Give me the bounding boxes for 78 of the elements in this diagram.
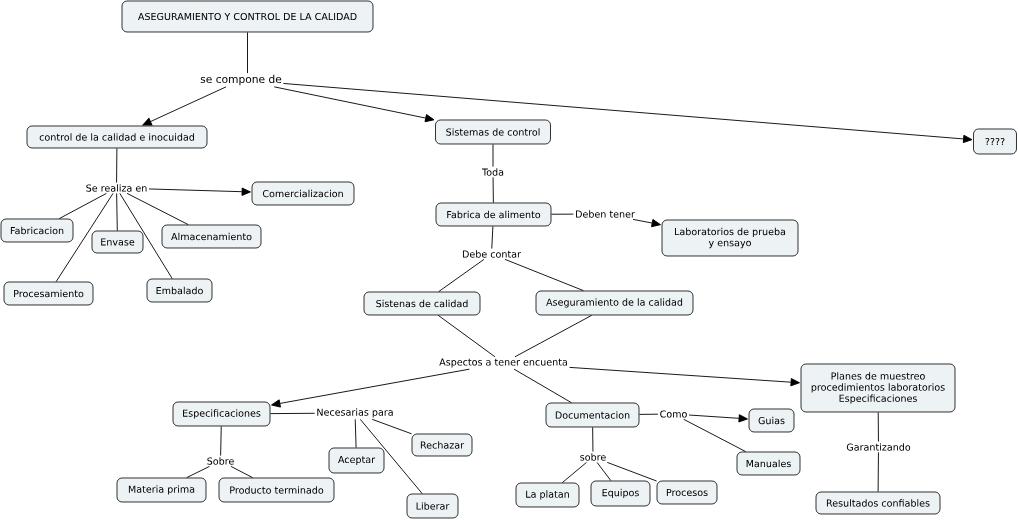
arrow xyxy=(273,86,435,123)
concept-box: Documentacion xyxy=(545,402,640,428)
connector-line xyxy=(550,213,574,215)
concept-box: ASEGURAMIENTO Y CONTROL DE LA CALIDAD xyxy=(121,0,374,33)
concept-box: Equipos xyxy=(590,480,651,507)
connector-line xyxy=(371,418,413,435)
concept-box: Sistemas de control xyxy=(435,119,551,145)
connector-line xyxy=(116,147,118,184)
concept-box: Laboratorios de prueba y ensayo xyxy=(661,219,799,257)
connector-line xyxy=(359,418,423,495)
connector-line xyxy=(126,192,189,226)
arrow xyxy=(569,366,800,387)
connector-line xyxy=(561,461,587,484)
concept-box: Planes de muestreo procedimientos laboratorios Especificaciones xyxy=(800,363,956,413)
connector-line xyxy=(437,314,496,358)
arrow xyxy=(283,83,973,144)
connector-line xyxy=(877,411,879,443)
connector-line xyxy=(116,192,118,232)
connector-line xyxy=(513,368,572,404)
linking-phrase: Aspectos a tener encuenta xyxy=(439,358,567,368)
concept-box: Fabrica de alimento xyxy=(435,202,552,227)
arrow xyxy=(142,86,227,126)
concept-box: Liberar xyxy=(406,493,459,519)
concept-box: Almacenamiento xyxy=(161,224,262,249)
concept-box: Procesos xyxy=(656,480,718,505)
linking-phrase: Debe contar xyxy=(462,250,521,258)
concept-box: Aceptar xyxy=(328,447,385,474)
connector-line xyxy=(220,425,222,457)
concept-box: Procesamiento xyxy=(3,281,94,306)
connector-line xyxy=(606,461,658,482)
connector-line xyxy=(877,451,879,493)
concept-box: Materia prima xyxy=(116,477,207,503)
concept-box: Guias xyxy=(748,408,795,433)
connector-line xyxy=(230,465,253,479)
connector-line xyxy=(492,176,494,204)
arrow xyxy=(271,368,470,408)
linking-phrase: Deben tener xyxy=(576,210,635,218)
connector-line xyxy=(596,461,612,482)
linking-phrase: Se realiza en xyxy=(86,184,147,192)
linking-phrase: Sobre xyxy=(207,457,234,465)
concept-box: Aseguramiento de la calidad xyxy=(535,290,694,316)
concept-box: Producto terminado xyxy=(218,477,335,503)
concept-box: ???? xyxy=(973,128,1017,155)
connector-line xyxy=(492,143,494,168)
connector-line xyxy=(354,418,357,449)
concept-box: Comercializacion xyxy=(251,181,355,206)
connector-line xyxy=(514,314,593,358)
linking-phrase: Garantizando xyxy=(846,443,911,451)
connector-line xyxy=(186,465,210,479)
concept-box: Resultados confiables xyxy=(815,491,941,515)
arrow xyxy=(148,187,251,196)
concept-box: control de la calidad e inocuidad xyxy=(26,125,208,149)
concept-box: La platan xyxy=(515,482,580,508)
connector-line xyxy=(269,412,316,415)
linking-phrase: Como xyxy=(660,410,687,418)
connector-line xyxy=(638,413,659,415)
concept-box: Fabricacion xyxy=(0,218,74,243)
concept-box: Rechazar xyxy=(411,433,473,457)
connector-line xyxy=(119,192,173,280)
concept-box: Sistenas de calidad xyxy=(363,291,481,316)
linking-phrase: se compone de xyxy=(200,74,282,86)
connector-line xyxy=(504,258,584,292)
concept-box: Envase xyxy=(91,230,144,254)
linking-phrase: Necesarias para xyxy=(317,408,393,418)
arrow xyxy=(632,218,661,228)
concept-box: Especificaciones xyxy=(172,401,271,427)
connector-line xyxy=(55,192,114,283)
linking-phrase: sobre xyxy=(580,453,606,461)
connector-line xyxy=(592,426,594,453)
linking-phrase: Toda xyxy=(481,168,504,176)
connector-line xyxy=(58,192,107,220)
connector-line xyxy=(438,258,485,293)
arrow xyxy=(688,414,748,423)
connector-line xyxy=(247,31,248,74)
connector-line xyxy=(683,418,747,453)
concept-box: Manuales xyxy=(736,451,801,476)
connector-line xyxy=(491,225,494,250)
concept-box: Embalado xyxy=(146,278,213,303)
